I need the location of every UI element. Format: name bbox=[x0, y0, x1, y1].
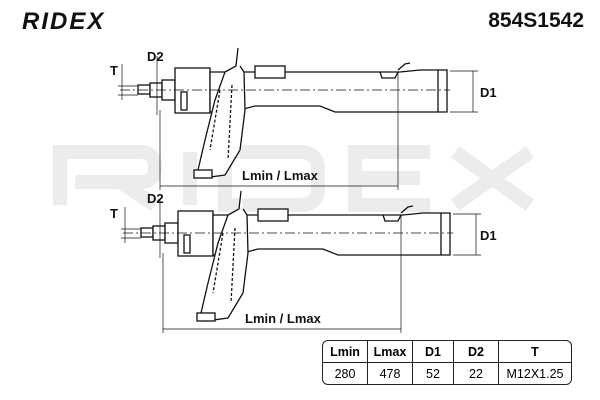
brand-logo: RIDEX bbox=[22, 8, 106, 35]
label-t: T bbox=[110, 63, 118, 78]
header-lmin: Lmin bbox=[323, 341, 368, 363]
header-t: T bbox=[499, 341, 571, 363]
label-length-2: Lmin / Lmax bbox=[245, 311, 322, 326]
label-d2: D2 bbox=[147, 49, 164, 64]
label-d2-2: D2 bbox=[147, 191, 164, 206]
value-d1: 52 bbox=[413, 363, 454, 384]
value-lmax: 478 bbox=[368, 363, 413, 384]
header-lmax: Lmax bbox=[368, 341, 413, 363]
label-length: Lmin / Lmax bbox=[242, 168, 319, 183]
value-lmin: 280 bbox=[323, 363, 368, 384]
part-number: 854S1542 bbox=[488, 9, 584, 32]
label-d1-2: D1 bbox=[480, 228, 497, 243]
label-d1: D1 bbox=[480, 85, 497, 100]
value-d2: 22 bbox=[454, 363, 499, 384]
value-t: M12X1.25 bbox=[506, 366, 564, 381]
header-d1: D1 bbox=[413, 341, 454, 363]
spec-table: Lmin Lmax D1 D2 T 280 478 52 22 M12X1.25 bbox=[322, 340, 572, 385]
header-d2: D2 bbox=[454, 341, 499, 363]
label-t-2: T bbox=[110, 206, 118, 221]
watermark bbox=[53, 145, 535, 212]
